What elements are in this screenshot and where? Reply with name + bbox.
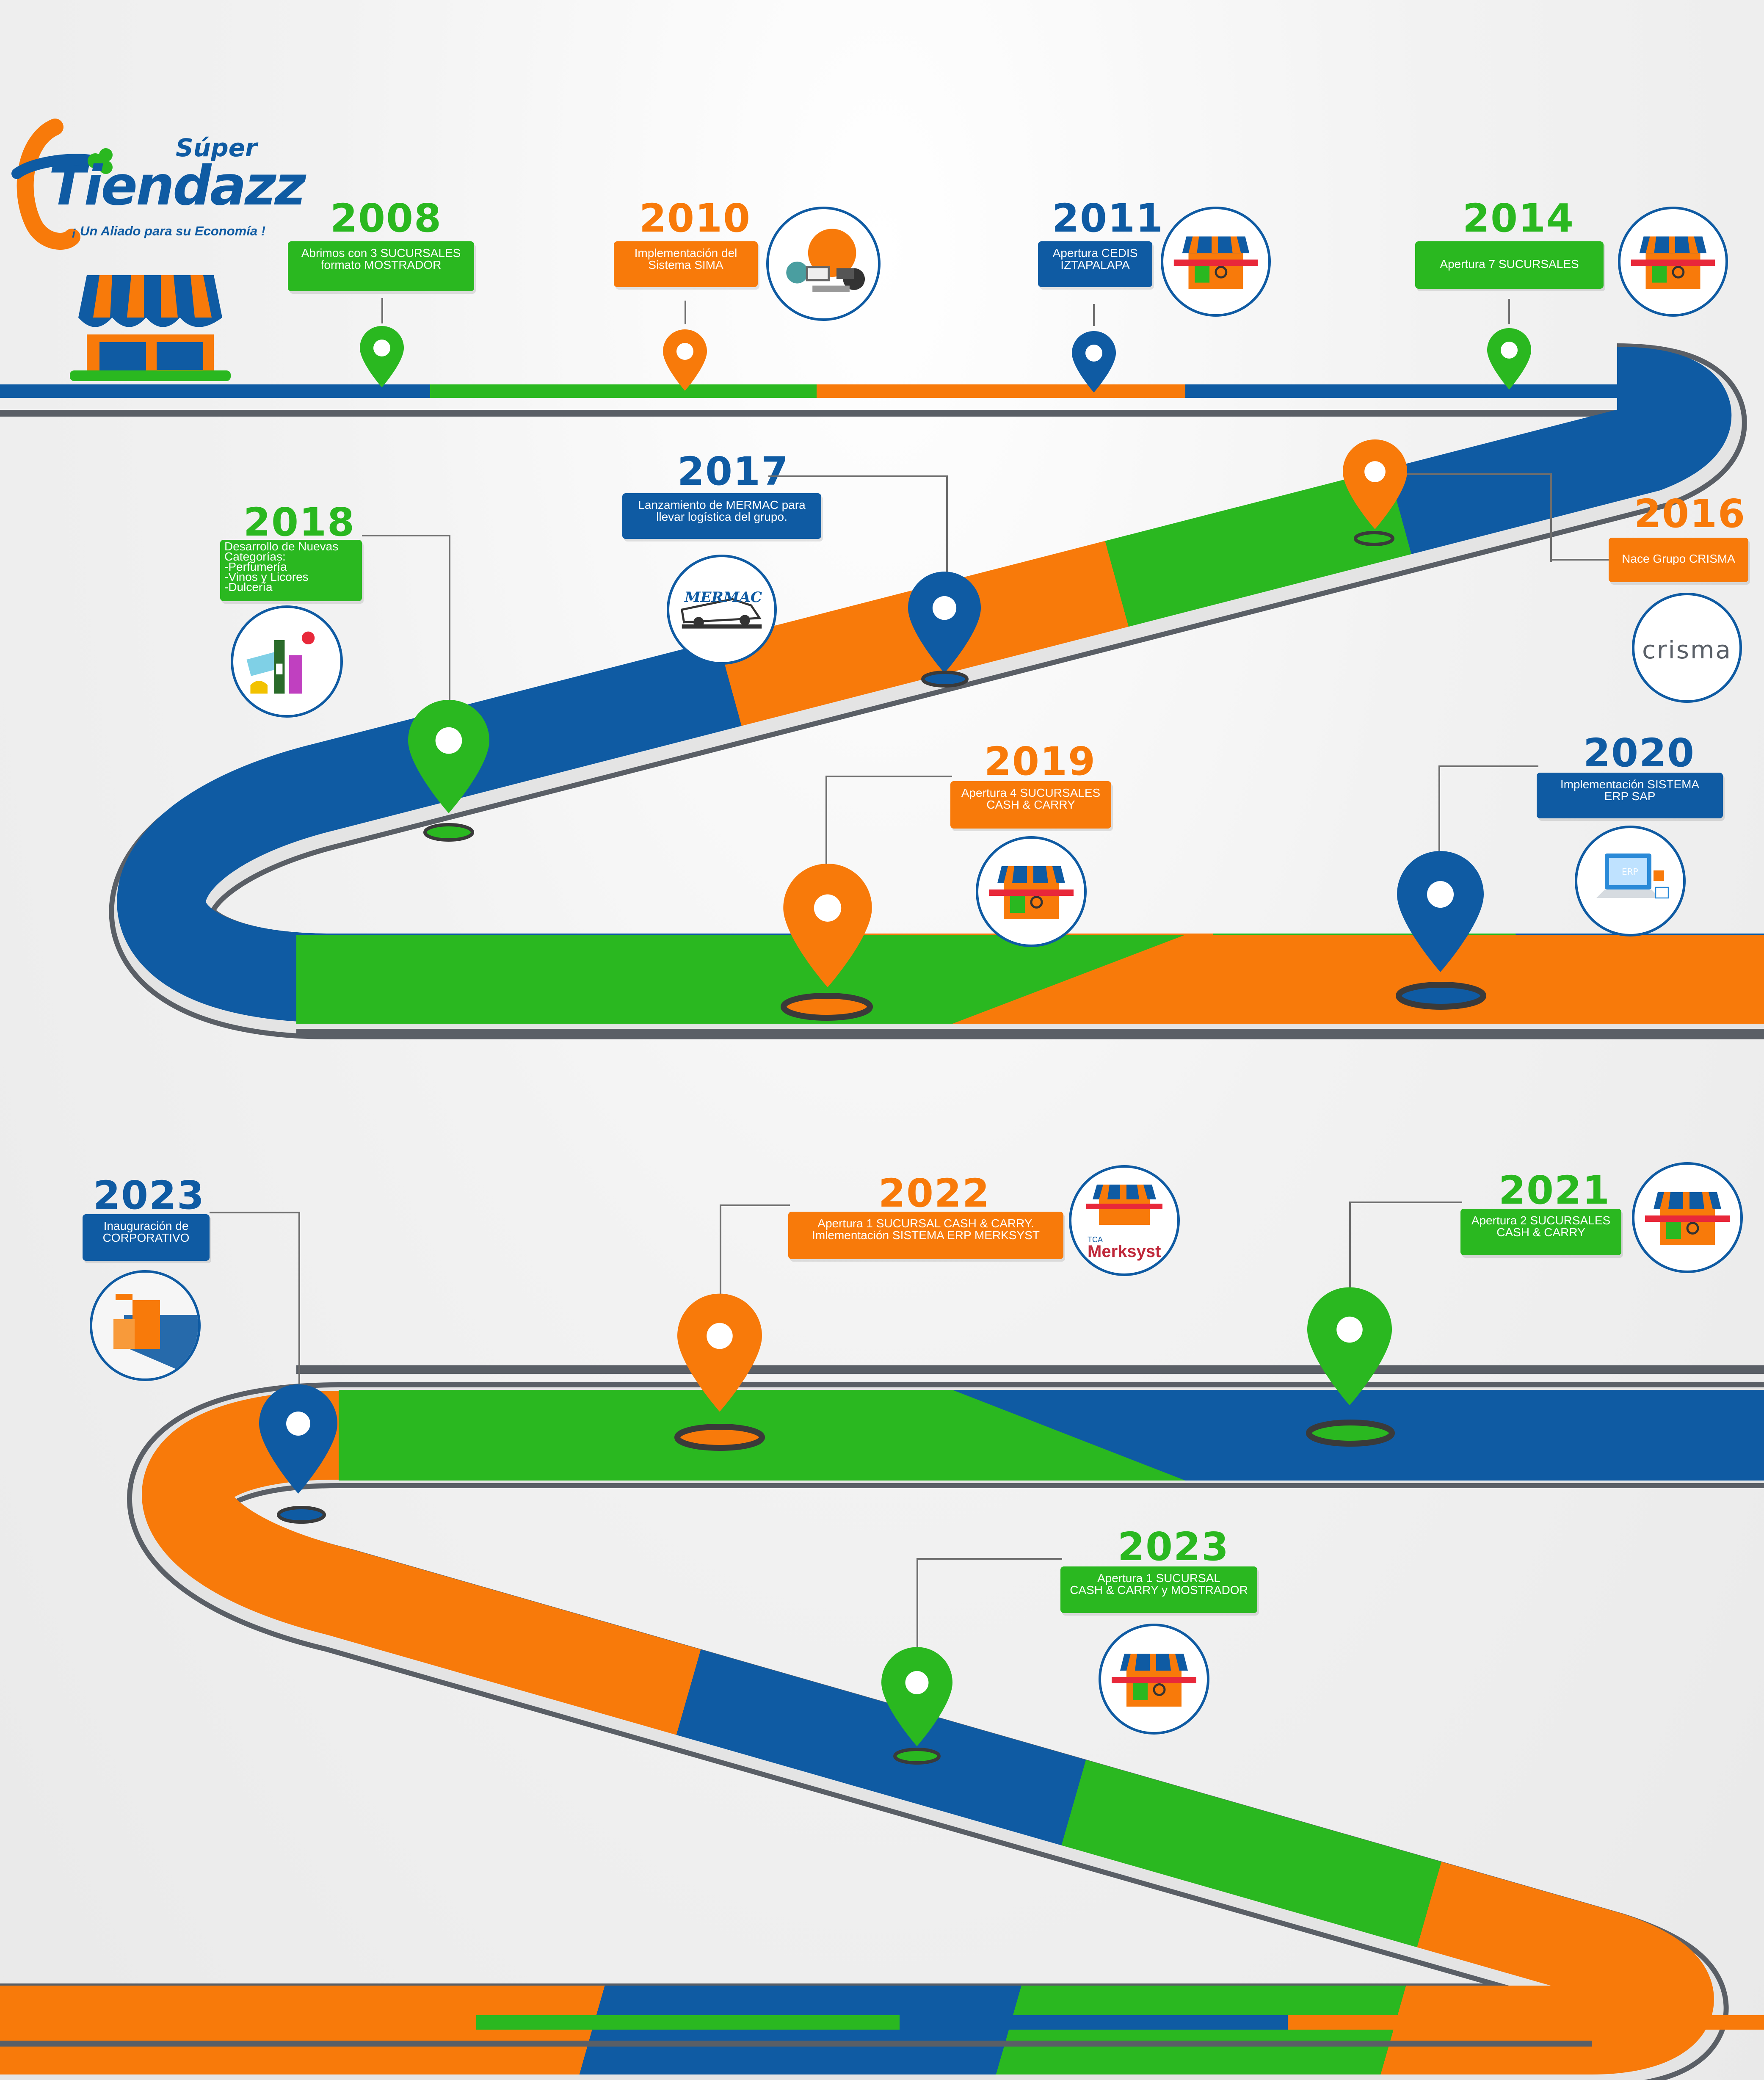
- event-2023b-label: Apertura 1 SUCURSAL CASH & CARRY y MOSTR…: [1060, 1566, 1257, 1613]
- products-icon: [246, 631, 315, 694]
- event-2020-year: 2020: [1583, 730, 1695, 776]
- event-2019-year: 2019: [984, 739, 1096, 784]
- event-2021-year: 2021: [1499, 1168, 1611, 1213]
- event-2022-year: 2022: [878, 1171, 991, 1216]
- event-2014-connector: [1508, 299, 1510, 324]
- event-2018-label: Desarrollo de Nuevas Categorías: -Perfum…: [220, 540, 362, 601]
- merksyst-store-icon: [1086, 1185, 1162, 1225]
- event-2019-label: Apertura 4 SUCURSALES CASH & CARRY: [950, 781, 1111, 829]
- event-2018-connector: [362, 535, 450, 702]
- brand-tagline: ¡ Un Aliado para su Economía !: [72, 224, 266, 238]
- event-2014-icon: [1618, 207, 1728, 317]
- event-2020-icon: ERP: [1575, 826, 1686, 936]
- event-2008-label: Abrimos con 3 SUCURSALES formato MOSTRAD…: [288, 241, 474, 291]
- corporate-building-icon: [92, 1273, 198, 1378]
- svg-text:ERP: ERP: [1622, 867, 1638, 877]
- event-2018-year: 2018: [243, 500, 356, 545]
- event-2016-icon: crisma: [1632, 593, 1742, 703]
- pin-2020: [1397, 851, 1484, 972]
- pin-2008: [360, 326, 404, 387]
- event-2016-connector-foot: [1550, 559, 1609, 561]
- mermac-truck-icon: [680, 598, 762, 629]
- event-2014-year: 2014: [1463, 196, 1575, 241]
- pin-2022: [677, 1293, 762, 1412]
- event-2020-label: Implementación SISTEMA ERP SAP: [1537, 773, 1723, 818]
- event-2023b-icon: [1099, 1624, 1209, 1735]
- pin-2014: [1487, 328, 1531, 389]
- event-2010-connector: [685, 301, 686, 324]
- store-ribbon-icon: [1631, 236, 1715, 289]
- event-2023b-year: 2023: [1118, 1524, 1230, 1569]
- event-2010-year: 2010: [639, 196, 751, 241]
- merksyst-small-label: TCA: [1088, 1235, 1103, 1244]
- event-2019-icon: [976, 836, 1087, 947]
- event-2017-connector: [768, 475, 948, 575]
- brand-logo: Súper Tiendazz ¡ Un Aliado para su Econo…: [8, 114, 306, 250]
- event-2017-icon: MERMAC: [667, 555, 777, 665]
- event-2008-connector: [381, 298, 383, 323]
- hero-store-icon: [70, 258, 231, 381]
- event-2016-label: Nace Grupo CRISMA: [1609, 538, 1748, 582]
- event-2010-label: Implementación del Sistema SIMA: [614, 241, 758, 287]
- event-2020-connector: [1438, 765, 1538, 854]
- event-2021-connector: [1349, 1202, 1462, 1288]
- pin-2023a: [259, 1384, 337, 1494]
- store-ribbon-icon: [1173, 236, 1258, 289]
- crisma-logo-icon: crisma: [1642, 635, 1732, 664]
- event-2023a-connector: [210, 1212, 300, 1391]
- pin-2016: [1343, 439, 1407, 529]
- brand-logo-mark: [11, 119, 113, 250]
- store-ribbon-icon: [989, 866, 1074, 919]
- event-2022-icon: TCA Merksyst: [1069, 1165, 1180, 1276]
- event-2011-year: 2011: [1052, 196, 1164, 241]
- event-2023a-year: 2023: [93, 1173, 205, 1218]
- event-2021-icon: [1632, 1162, 1743, 1273]
- event-2011-connector: [1093, 304, 1095, 326]
- pin-2011: [1072, 331, 1116, 392]
- event-2022-label: Apertura 1 SUCURSAL CASH & CARRY. Imleme…: [788, 1212, 1063, 1259]
- event-2017-label: Lanzamiento de MERMAC para llevar logíst…: [622, 493, 821, 539]
- store-ribbon-icon: [1645, 1192, 1730, 1245]
- store-ribbon-icon: [1112, 1654, 1196, 1707]
- event-2014-label: Apertura 7 SUCURSALES: [1415, 241, 1604, 289]
- event-2021-label: Apertura 2 SUCURSALES CASH & CARRY: [1460, 1209, 1621, 1255]
- event-2008-year: 2008: [330, 196, 442, 241]
- event-2016-connector: [1406, 473, 1552, 562]
- brand-super: Súper: [176, 133, 257, 162]
- event-2023a-icon: [90, 1270, 201, 1381]
- event-2017-year: 2017: [677, 449, 790, 494]
- pin-2019: [783, 864, 872, 987]
- computer-network-icon: [786, 229, 865, 293]
- event-2011-icon: [1161, 207, 1271, 317]
- event-2023a-label: Inauguración de CORPORATIVO: [83, 1214, 210, 1261]
- event-2016-year: 2016: [1634, 491, 1746, 536]
- laptop-erp-icon: ERP: [1596, 854, 1669, 899]
- event-2022-connector: [720, 1204, 790, 1295]
- pin-2017: [908, 572, 981, 673]
- event-2018-icon: [231, 605, 343, 718]
- event-2023b-connector: [917, 1558, 1062, 1661]
- pin-2010: [663, 329, 707, 391]
- pin-2018: [408, 700, 489, 813]
- mermac-logo-text: MERMAC: [685, 589, 762, 606]
- pin-2021: [1307, 1287, 1392, 1406]
- brand-name: Tiendazz: [49, 155, 306, 218]
- event-2010-icon: [766, 207, 881, 321]
- pin-2023b: [881, 1647, 952, 1746]
- event-2019-connector: [825, 776, 952, 875]
- merksyst-logo-text: Merksyst: [1088, 1242, 1161, 1261]
- event-2011-label: Apertura CEDIS IZTAPALAPA: [1038, 241, 1152, 287]
